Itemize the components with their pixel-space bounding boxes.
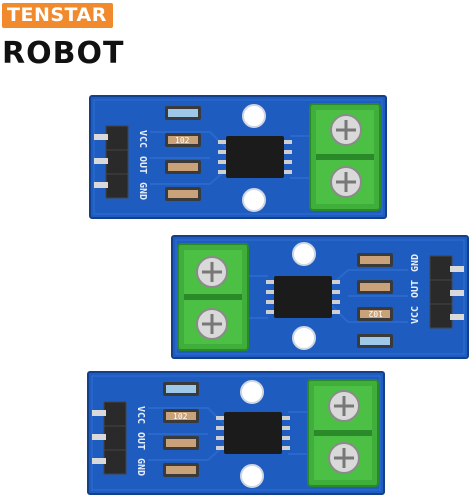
resistor-code: 102 [173,412,188,421]
resistor-code: 102 [175,136,190,145]
pin-label-gnd: GND [410,254,421,272]
board-3: VCC OUT GND 102 [86,370,386,496]
brand-badge: TENSTAR [2,3,113,28]
pin-label-gnd: GND [137,182,148,200]
pin-label-out: OUT [137,156,148,174]
pin-label-vcc: VCC [137,130,148,148]
pin-label-gnd: GND [135,458,146,476]
resistor-code: 102 [368,309,383,318]
pin-label-vcc: VCC [135,406,146,424]
brand-name: ROBOT [2,36,125,71]
pin-label-out: OUT [135,432,146,450]
pin-label-vcc: VCC [410,306,421,324]
pin-label-out: OUT [410,280,421,298]
board-1: VCC OUT GND 102 [88,94,388,220]
board-2: VCC OUT GND 102 [170,234,470,360]
